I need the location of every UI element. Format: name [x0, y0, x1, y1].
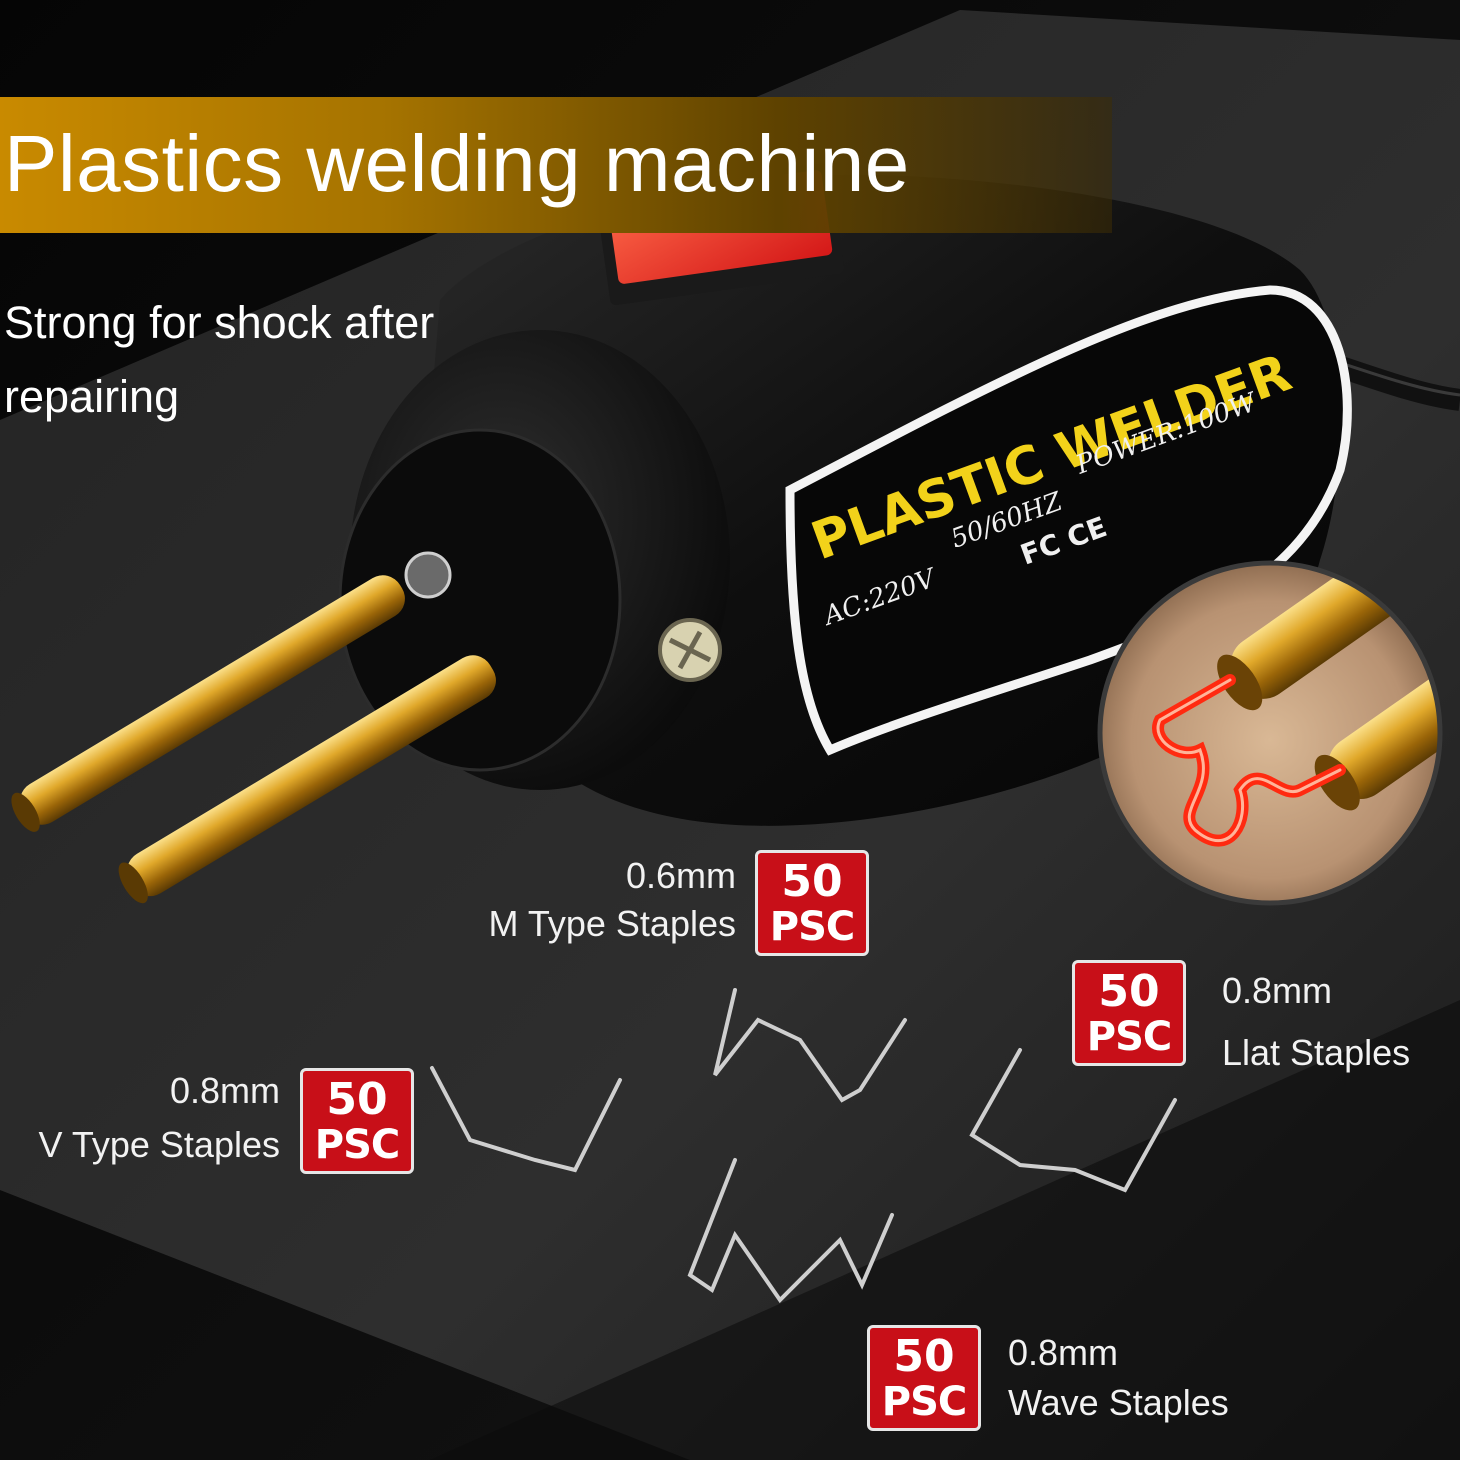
heating-tip-closeup	[1097, 560, 1443, 906]
badge-unit: PSC	[881, 1379, 967, 1425]
badge-unit: PSC	[314, 1122, 400, 1168]
badge-unit: PSC	[1086, 1014, 1172, 1060]
title-banner	[0, 97, 1112, 233]
badge-unit: PSC	[769, 904, 855, 950]
wave-size: 0.8mm	[1008, 1332, 1119, 1373]
llat-size: 0.8mm	[1222, 970, 1333, 1011]
m-type-staples-spec: 0.6mm M Type Staples	[420, 852, 736, 948]
m-type-size: 0.6mm	[625, 855, 736, 896]
m-type-count-badge: 50 PSC	[755, 850, 869, 956]
badge-count: 50	[326, 1074, 388, 1125]
welder-label: PLASTIC WELDER AC:220V 50/60HZ POWER:100…	[785, 285, 1352, 756]
v-type-size: 0.8mm	[169, 1070, 280, 1111]
llat-name: Llat Staples	[1222, 1032, 1411, 1073]
page-title: Plastics welding machine	[4, 119, 910, 208]
badge-count: 50	[1098, 966, 1160, 1017]
electrode-rods	[11, 575, 496, 904]
wave-count-badge: 50 PSC	[867, 1325, 981, 1431]
llat-staples-spec: 0.8mm Llat Staples	[1222, 960, 1410, 1084]
m-type-staple	[713, 988, 907, 1103]
wave-name: Wave Staples	[1008, 1382, 1229, 1423]
staples-group	[430, 988, 1177, 1304]
badge-count: 50	[781, 856, 843, 907]
wave-staples-spec: 0.8mm Wave Staples	[1008, 1328, 1229, 1428]
llat-count-badge: 50 PSC	[1072, 960, 1186, 1066]
subtitle-line-2: repairing	[4, 371, 180, 422]
badge-count: 50	[893, 1331, 955, 1382]
subtitle-line-1: Strong for shock after	[4, 297, 435, 348]
m-type-name: M Type Staples	[488, 903, 736, 944]
wave-staple	[687, 1158, 894, 1304]
v-type-count-badge: 50 PSC	[300, 1068, 414, 1174]
v-type-staples-spec: 0.8mm V Type Staples	[0, 1064, 281, 1172]
llat-staple	[969, 1048, 1177, 1193]
v-type-name: V Type Staples	[38, 1124, 281, 1165]
v-type-staple	[430, 1066, 622, 1173]
subtitle: Strong for shock after repairing	[4, 286, 524, 434]
